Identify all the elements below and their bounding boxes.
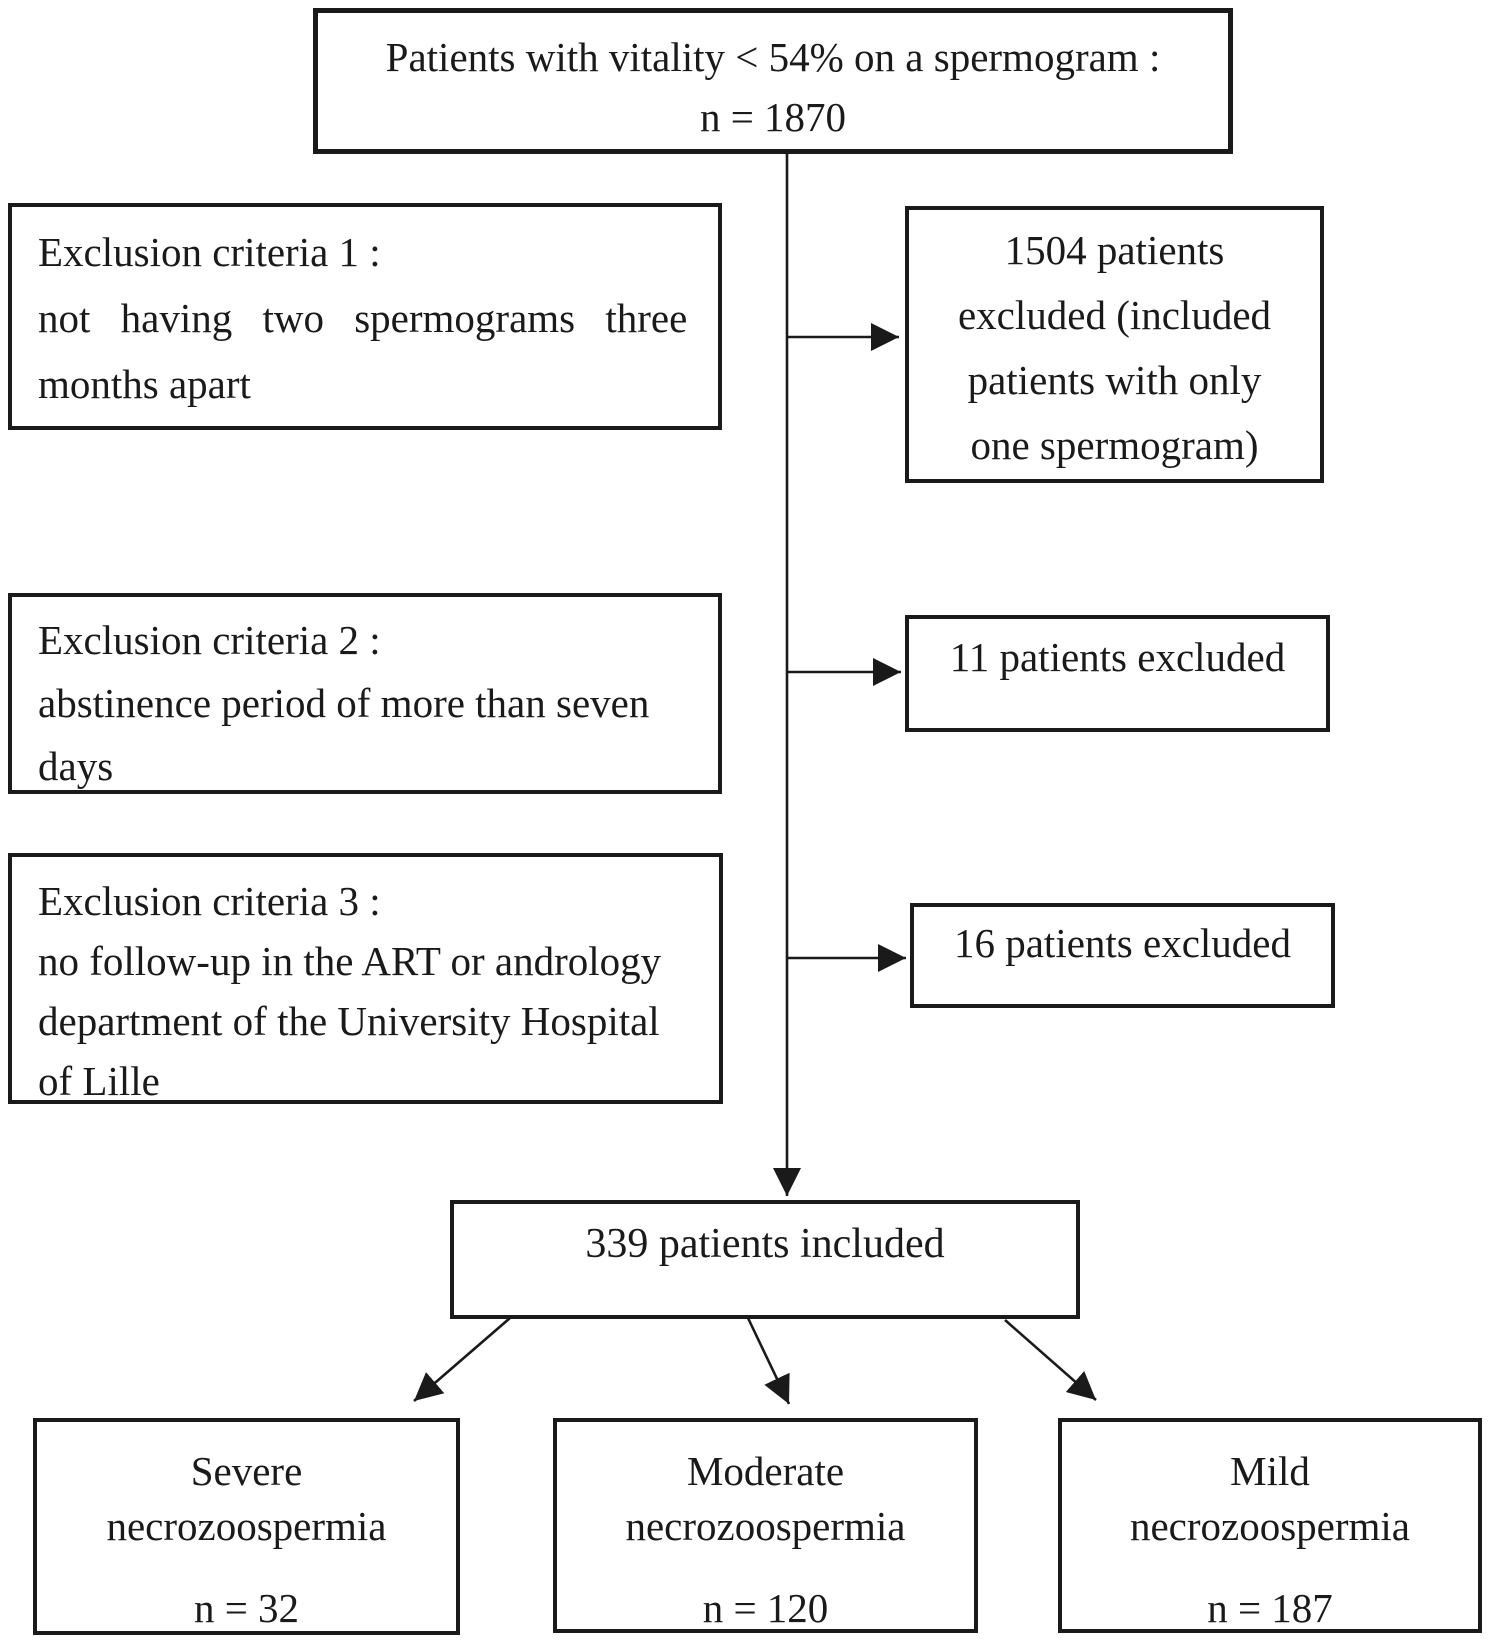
- initial-population-text: Patients with vitality < 54% on a spermo…: [385, 34, 1161, 80]
- included-text: 339 patients included: [585, 1221, 945, 1267]
- exclusion1-line1: not having two spermograms three: [38, 295, 688, 341]
- initial-population-count: n = 1870: [699, 94, 847, 140]
- severe-line2: necrozoospermia: [106, 1503, 387, 1549]
- excluded3-text: 16 patients excluded: [953, 920, 1291, 966]
- excluded1-line4: one spermogram): [970, 422, 1259, 468]
- box-moderate-necrozoospermia: Moderate necrozoospermia n = 120: [553, 1418, 978, 1633]
- excluded1-line1: 1504 patients: [1004, 227, 1225, 273]
- arrow-included-to-severe: [413, 1317, 511, 1402]
- box-exclusion-criteria-2: Exclusion criteria 2 : abstinence period…: [8, 593, 722, 794]
- exclusion1-line2: months apart: [38, 361, 251, 407]
- arrow-included-to-mild: [1004, 1319, 1097, 1401]
- moderate-count: n = 120: [702, 1585, 829, 1631]
- box-excluded-11: 11 patients excluded: [905, 615, 1330, 732]
- box-excluded-16: 16 patients excluded: [910, 903, 1335, 1008]
- excluded2-text: 11 patients excluded: [949, 634, 1286, 680]
- box-patients-included: 339 patients included: [450, 1200, 1080, 1319]
- exclusion1-title: Exclusion criteria 1 :: [38, 229, 381, 275]
- moderate-line1: Moderate: [686, 1448, 845, 1494]
- box-exclusion-criteria-1: Exclusion criteria 1 : not having two sp…: [8, 203, 722, 430]
- severe-count: n = 32: [193, 1585, 300, 1631]
- exclusion2-title: Exclusion criteria 2 :: [38, 617, 381, 663]
- box-initial-population: Patients with vitality < 54% on a spermo…: [313, 8, 1233, 154]
- mild-line2: necrozoospermia: [1129, 1503, 1411, 1549]
- exclusion3-line1: no follow-up in the ART or andrology: [38, 938, 662, 984]
- severe-line1: Severe: [190, 1448, 303, 1494]
- excluded1-line2: excluded (included: [957, 292, 1272, 338]
- exclusion3-title: Exclusion criteria 3 :: [38, 878, 381, 924]
- exclusion2-line2: days: [38, 743, 114, 789]
- box-mild-necrozoospermia: Mild necrozoospermia n = 187: [1058, 1418, 1482, 1633]
- mild-line1: Mild: [1230, 1448, 1310, 1494]
- box-severe-necrozoospermia: Severe necrozoospermia n = 32: [33, 1418, 460, 1635]
- moderate-line2: necrozoospermia: [625, 1503, 906, 1549]
- exclusion3-line2: department of the University Hospital: [38, 998, 660, 1044]
- exclusion3-line3: of Lille: [38, 1058, 160, 1104]
- box-excluded-1504: 1504 patients excluded (included patient…: [905, 206, 1324, 483]
- arrow-included-to-moderate: [746, 1317, 791, 1405]
- exclusion2-line1: abstinence period of more than seven: [38, 680, 650, 726]
- mild-count: n = 187: [1207, 1585, 1333, 1631]
- box-exclusion-criteria-3: Exclusion criteria 3 : no follow-up in t…: [8, 853, 723, 1104]
- excluded1-line3: patients with only: [967, 357, 1262, 403]
